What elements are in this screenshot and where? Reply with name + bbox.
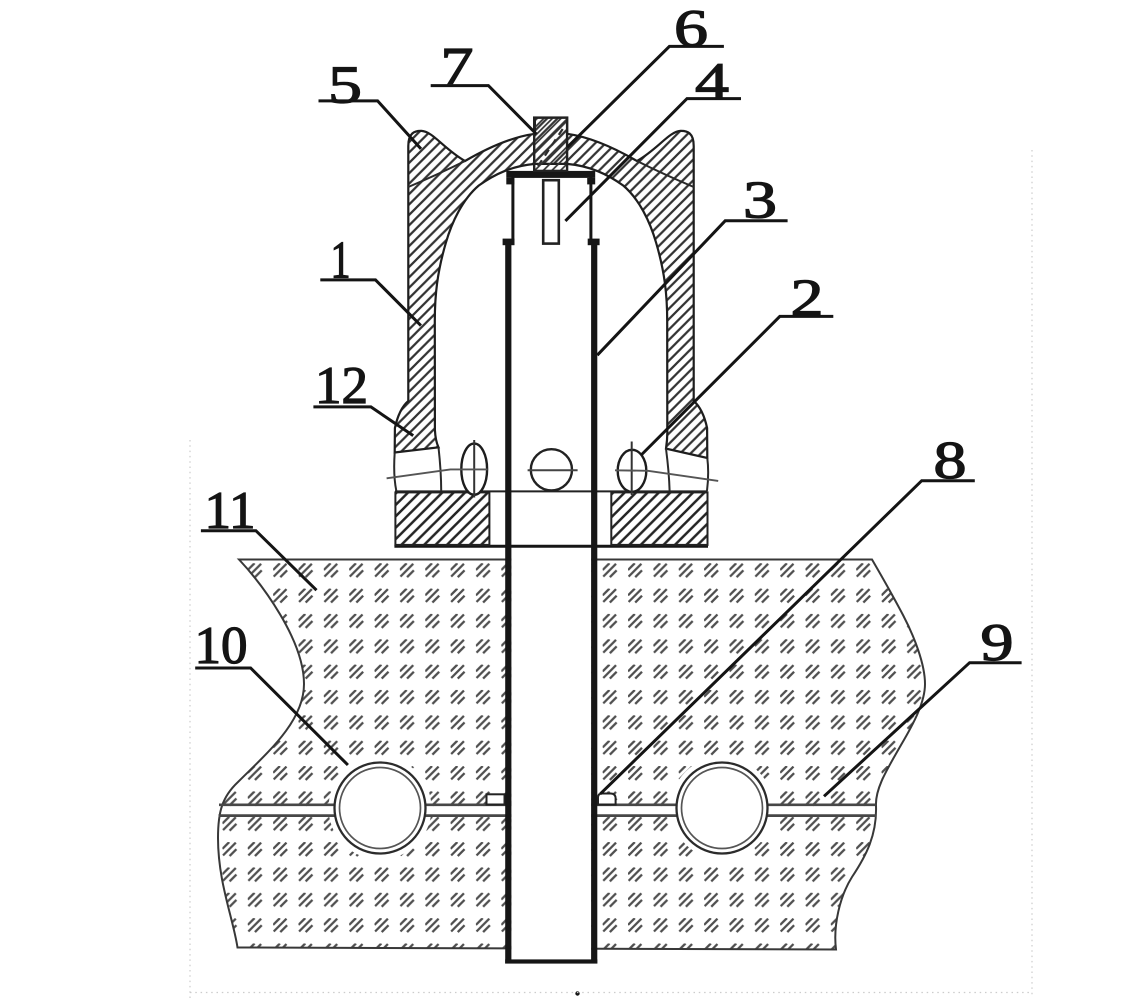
svg-text:2: 2 (791, 270, 824, 328)
svg-text:3: 3 (743, 172, 777, 230)
svg-text:10: 10 (195, 617, 248, 675)
svg-text:4: 4 (695, 53, 729, 111)
svg-text:1: 1 (331, 231, 351, 289)
svg-text:8: 8 (934, 432, 967, 490)
svg-text:12: 12 (315, 357, 368, 415)
svg-text:9: 9 (981, 614, 1014, 672)
svg-text:7: 7 (441, 38, 474, 96)
svg-text:11: 11 (204, 482, 255, 540)
svg-text:6: 6 (674, 0, 708, 58)
svg-text:5: 5 (328, 57, 362, 115)
